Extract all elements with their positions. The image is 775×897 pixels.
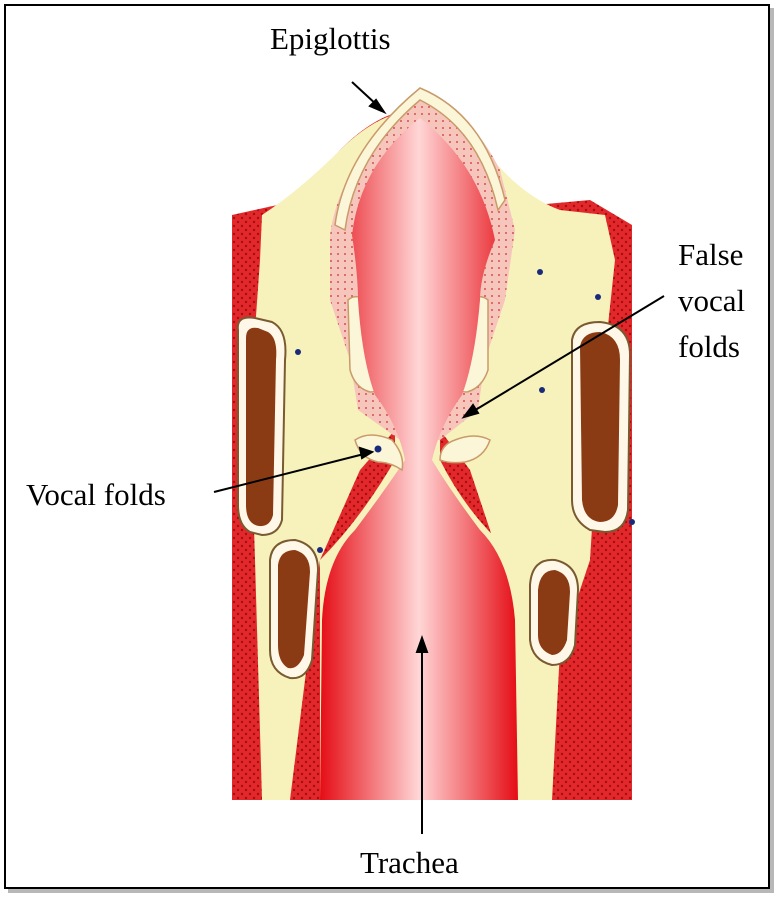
label-false-vocal-folds: False vocal folds — [678, 232, 745, 370]
label-trachea: Trachea — [360, 846, 459, 880]
label-vocal-folds: Vocal folds — [26, 478, 166, 512]
label-false-line1: False — [678, 232, 745, 278]
label-false-line2: vocal — [678, 278, 745, 324]
label-false-line3: folds — [678, 324, 745, 370]
label-epiglottis: Epiglottis — [270, 22, 391, 56]
